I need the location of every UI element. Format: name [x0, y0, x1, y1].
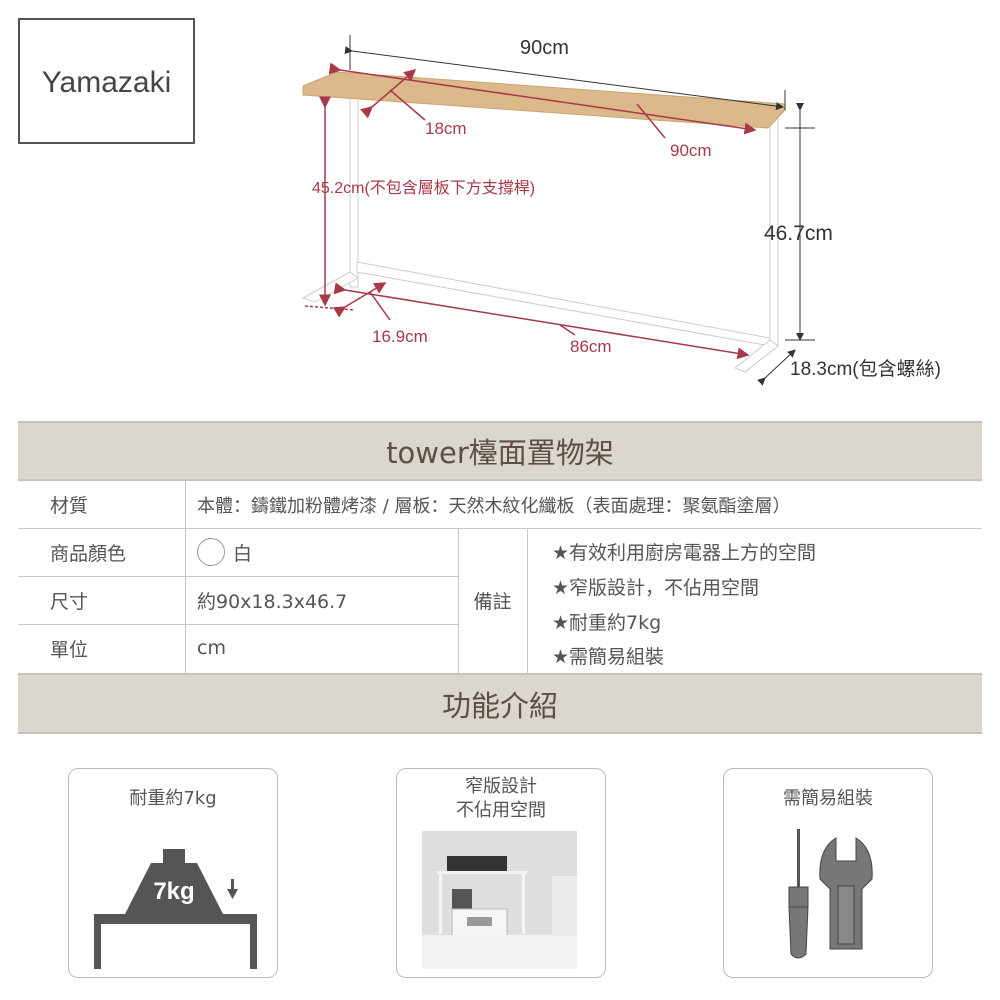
feature-title: 需簡易組裝 — [783, 788, 873, 809]
spec-title: tower檯面置物架 — [18, 421, 982, 481]
dim-total-height: 46.7cm — [764, 222, 833, 245]
weight-label: 7kg — [153, 878, 194, 905]
dim-shelf-depth: 18cm — [425, 119, 467, 138]
dimension-diagram: 90cm 18cm 90cm 45.2cm(不包含層板下方支撐桿) 46.7cm… — [301, 35, 941, 386]
screwdriver-icon — [788, 829, 809, 959]
dim-overall-width: 90cm — [520, 37, 569, 59]
dim-inner-height: 45.2cm(不包含層板下方支撐桿) — [312, 179, 535, 197]
note-item: ★需簡易組裝 — [552, 646, 665, 668]
label-color: 商品顏色 — [50, 542, 127, 565]
label-size: 尺寸 — [50, 590, 89, 613]
color-name: 白 — [233, 542, 253, 565]
value-size: 約90x18.3x46.7 — [197, 590, 348, 613]
feature-card-slim: 窄版設計 不佔用空間 — [396, 768, 606, 978]
feature-title: 耐重約7kg — [129, 788, 217, 809]
dim-base-depth: 18.3cm(包含螺絲) — [790, 358, 941, 380]
label-material: 材質 — [50, 495, 89, 517]
color-swatch-white — [197, 538, 225, 566]
label-notes: 備註 — [473, 591, 512, 613]
brand-logo: Yamazaki — [18, 18, 195, 144]
kitchen-photo — [422, 831, 577, 969]
label-unit: 單位 — [50, 638, 89, 661]
note-item: ★耐重約7kg — [552, 612, 662, 634]
tools-icon — [788, 829, 873, 959]
value-color: 白 — [197, 528, 252, 576]
dim-base-depth-inner: 16.9cm — [372, 327, 428, 346]
weight-icon: 7kg — [94, 849, 257, 969]
feature-title-line2: 不佔用空間 — [456, 800, 546, 821]
value-unit: cm — [197, 637, 226, 659]
feature-card-assembly: 需簡易組裝 — [723, 768, 933, 978]
feature-title-line1: 窄版設計 — [465, 776, 537, 797]
note-item: ★窄版設計，不佔用空間 — [552, 577, 760, 599]
wrench-icon — [819, 837, 873, 950]
note-item: ★有效利用廚房電器上方的空間 — [552, 542, 817, 564]
value-material: 本體：鑄鐵加粉體烤漆 / 層板：天然木紋化纖板（表面處理：聚氨酯塗層） — [197, 495, 791, 517]
features-title: 功能介紹 — [18, 673, 982, 734]
dim-shelf-width: 90cm — [670, 141, 712, 160]
feature-card-load: 耐重約7kg 7kg — [68, 768, 278, 978]
dim-base-width: 86cm — [570, 337, 612, 356]
